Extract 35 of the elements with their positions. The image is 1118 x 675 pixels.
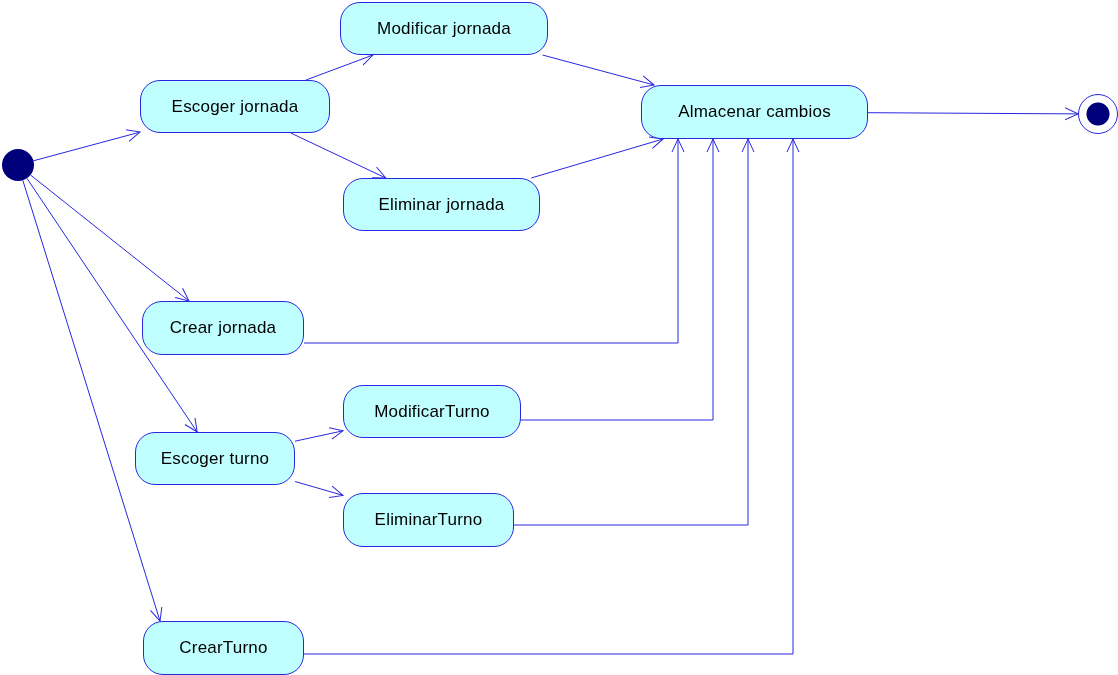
transition-arrow — [513, 138, 755, 526]
state-label: Modificar jornada — [377, 18, 511, 39]
activity-state — [140, 80, 330, 133]
transition-arrow — [520, 138, 720, 421]
transition-arrow — [294, 427, 344, 442]
transition-arrow — [303, 138, 685, 344]
transition-arrow — [530, 136, 664, 179]
activity-state — [343, 385, 521, 438]
final-state — [1078, 94, 1118, 134]
state-label: EliminarTurno — [374, 510, 483, 530]
state-label: Eliminar jornada — [378, 194, 505, 215]
state-label: CrearTurno — [179, 638, 268, 658]
activity-state — [343, 178, 540, 231]
transition-arrow — [32, 129, 141, 162]
state-label: Escoger jornada — [171, 96, 299, 117]
activity-state — [143, 621, 304, 675]
activity-state — [343, 493, 514, 547]
activity-state — [135, 432, 295, 485]
transition-arrow — [290, 132, 387, 179]
state-label: Almacenar cambios — [678, 102, 831, 122]
state-label: Crear jornada — [169, 318, 277, 338]
transition-arrow — [22, 179, 163, 622]
transition-arrow — [305, 53, 374, 81]
initial-state — [2, 149, 34, 181]
state-label: ModificarTurno — [374, 401, 490, 422]
transition-arrow — [30, 174, 190, 302]
transition-arrow — [294, 481, 344, 499]
activity-state — [641, 85, 868, 139]
transition-arrow — [542, 54, 655, 88]
state-label: Escoger turno — [160, 448, 270, 469]
transition-arrow — [867, 107, 1079, 121]
activity-state — [340, 2, 548, 55]
transition-arrow — [303, 138, 800, 655]
transition-arrow — [26, 177, 198, 433]
activity-state — [142, 301, 304, 355]
